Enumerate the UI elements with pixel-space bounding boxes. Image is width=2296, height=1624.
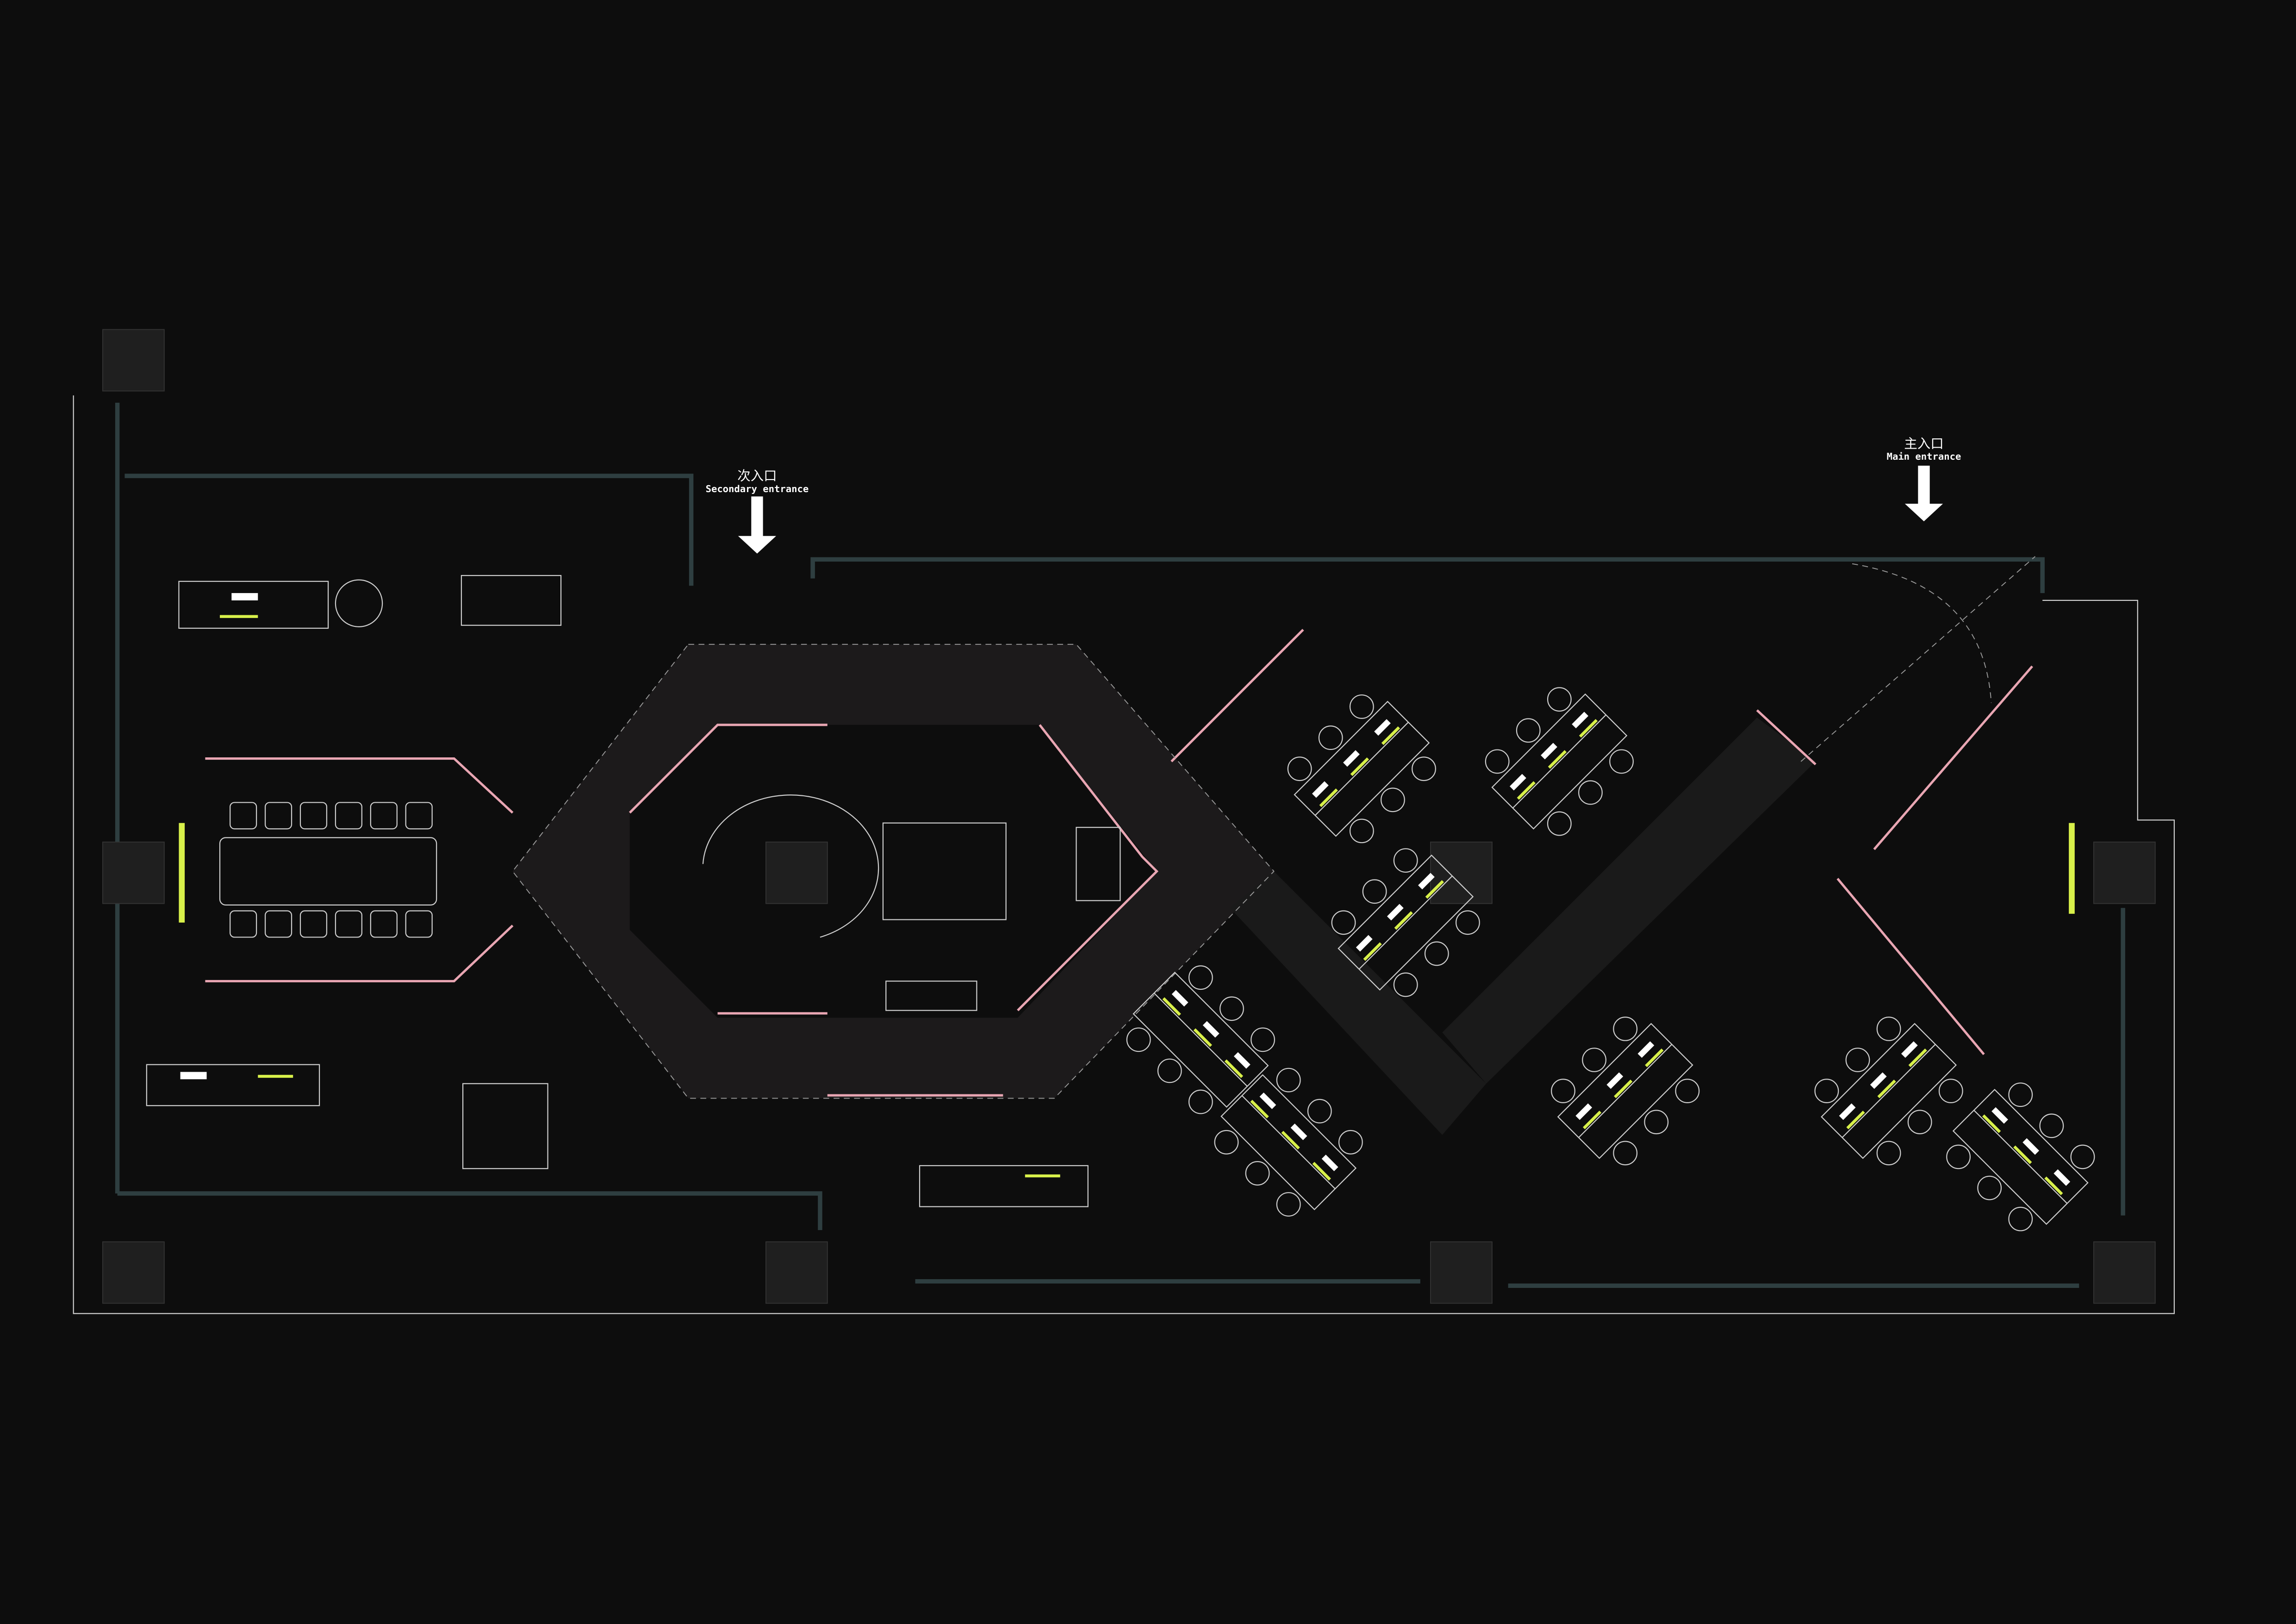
chair — [1318, 725, 1343, 750]
outer-boundary — [73, 395, 2175, 1314]
chair — [1251, 1027, 1275, 1052]
chair — [1349, 694, 1374, 719]
chair — [370, 802, 398, 830]
diagonal-corridor-b — [1442, 717, 1816, 1084]
chair — [335, 910, 362, 938]
chair — [1338, 1130, 1363, 1155]
chair — [1613, 1016, 1638, 1041]
workstations — [1126, 687, 2095, 1231]
chair — [1938, 1079, 1963, 1104]
chair — [405, 910, 433, 938]
chair — [1814, 1079, 1839, 1104]
chair — [1582, 1048, 1607, 1072]
chair — [1220, 996, 1244, 1021]
chair — [2008, 1206, 2033, 1231]
structural-columns — [102, 329, 2156, 1304]
chair — [2008, 1082, 2033, 1107]
chair — [1307, 1099, 1332, 1124]
main-entrance-label-en: Main entrance — [1887, 451, 1961, 462]
chair — [1547, 811, 1572, 836]
chair — [1276, 1192, 1301, 1217]
chair — [1276, 1068, 1301, 1093]
office-top-left — [178, 575, 562, 629]
diagonal-corridor-a — [1230, 871, 1487, 1135]
chair — [1551, 1079, 1575, 1104]
office-bottom-left — [146, 1064, 1089, 1207]
workstation-cluster — [1126, 965, 1275, 1114]
chair — [264, 802, 292, 830]
workstation-cluster — [1814, 1016, 1963, 1166]
chair — [1907, 1110, 1932, 1135]
chair — [370, 910, 398, 938]
chair — [2039, 1113, 2064, 1138]
central-corridor — [512, 644, 1274, 1099]
workstation-cluster — [1485, 687, 1634, 836]
chair — [1393, 848, 1418, 873]
secondary-entrance: 次入口 Secondary entrance — [706, 468, 809, 554]
chair — [1245, 1161, 1270, 1186]
secondary-entrance-label-en: Secondary entrance — [706, 483, 809, 494]
chair — [1578, 780, 1603, 805]
chair — [1977, 1175, 2002, 1200]
chair — [1456, 910, 1480, 935]
chair — [1547, 687, 1572, 712]
chair — [1188, 965, 1213, 990]
chair — [299, 910, 328, 938]
chair — [335, 802, 362, 830]
workstation-cluster — [1214, 1068, 1363, 1217]
chair — [1876, 1016, 1901, 1041]
chair — [1188, 1089, 1213, 1114]
chair — [1946, 1144, 1971, 1169]
chair — [1424, 941, 1449, 966]
secondary-entrance-label-cn: 次入口 — [737, 468, 777, 484]
chair — [1412, 756, 1436, 781]
chair — [1675, 1079, 1700, 1104]
arrow-down-icon — [1904, 465, 1943, 522]
conference-room — [179, 802, 2075, 938]
workstation-cluster — [1551, 1016, 1700, 1166]
chair — [1644, 1110, 1669, 1135]
chair — [405, 802, 433, 830]
chair — [1609, 749, 1634, 774]
main-entrance-label-cn: 主入口 — [1904, 436, 1943, 451]
main-entrance: 主入口 Main entrance — [1887, 436, 1961, 522]
workstation-cluster — [1331, 848, 1480, 997]
chair — [299, 802, 328, 830]
pink-accent-lines — [205, 629, 2033, 1097]
arrow-down-icon — [738, 496, 777, 554]
chair — [230, 802, 257, 830]
chair — [230, 910, 257, 938]
chair — [1876, 1141, 1901, 1166]
chair — [1393, 972, 1418, 997]
chair — [1157, 1058, 1182, 1083]
workstation-cluster — [1287, 694, 1436, 843]
workstation-cluster — [1946, 1082, 2095, 1231]
chair — [1613, 1141, 1638, 1166]
chair — [264, 910, 292, 938]
lounge — [702, 794, 1121, 1011]
chair — [1362, 879, 1387, 904]
chair — [1287, 756, 1312, 781]
chair — [1845, 1048, 1870, 1072]
chair — [1485, 749, 1510, 774]
dashed-guides — [512, 556, 2036, 1099]
chair — [1126, 1027, 1151, 1052]
walls — [115, 402, 2125, 1288]
chair — [1214, 1130, 1239, 1155]
chair — [1349, 818, 1374, 843]
chair — [1381, 787, 1405, 812]
chair — [2070, 1144, 2095, 1169]
chair — [1516, 718, 1541, 743]
chair — [1331, 910, 1356, 935]
